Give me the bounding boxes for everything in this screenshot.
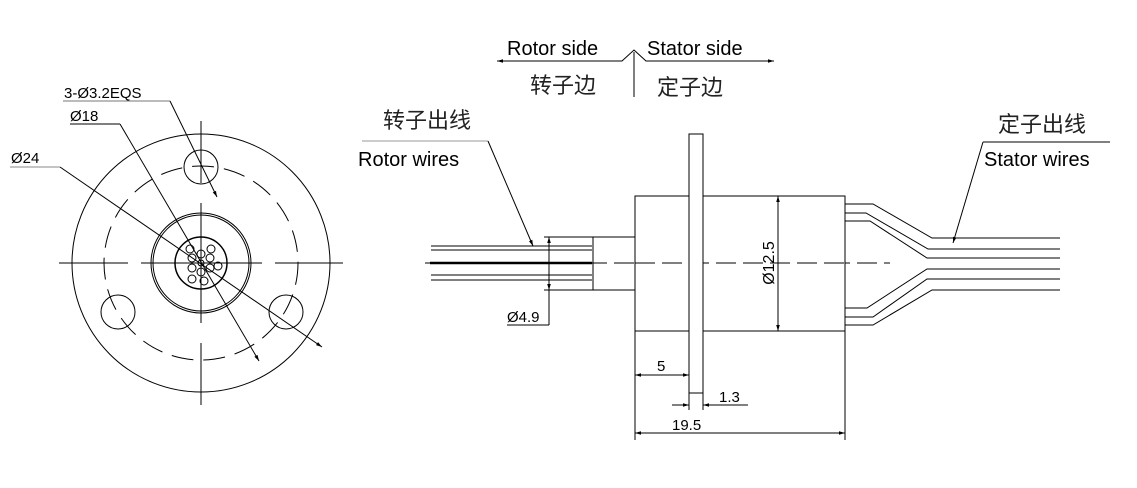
stator-wires-label: Stator wires bbox=[984, 149, 1090, 171]
side-indicator bbox=[497, 49, 774, 97]
rotor-wires bbox=[431, 245, 592, 281]
total-length-label: 19.5 bbox=[672, 417, 701, 434]
mounting-hole bbox=[268, 294, 304, 330]
rotor-side-label: Rotor side bbox=[507, 38, 598, 60]
shaft-diameter-label: Ø4.9 bbox=[507, 309, 540, 326]
holes-label: 3-Ø3.2EQS bbox=[64, 85, 142, 102]
stator-wires-cn: 定子出线 bbox=[998, 113, 1086, 138]
stator-side-cn: 定子边 bbox=[657, 76, 723, 101]
pcd-label: Ø18 bbox=[70, 108, 98, 125]
stator-side-label: Stator side bbox=[647, 38, 743, 60]
rotor-wires-cn: 转子出线 bbox=[383, 109, 471, 134]
side-view bbox=[362, 133, 1110, 440]
outer-diameter-label: Ø24 bbox=[11, 150, 39, 167]
flange-thickness-label: 1.3 bbox=[719, 389, 740, 406]
flange bbox=[688, 133, 704, 394]
body-diameter-label: Ø12.5 bbox=[761, 241, 778, 285]
mounting-hole bbox=[100, 294, 136, 330]
rotor-side-cn: 转子边 bbox=[530, 74, 596, 99]
front-view bbox=[10, 100, 343, 405]
stator-wires bbox=[845, 203, 1060, 326]
wire-bundle bbox=[185, 244, 223, 286]
flange-offset-label: 5 bbox=[657, 358, 665, 375]
rotor-wires-label: Rotor wires bbox=[358, 149, 459, 171]
